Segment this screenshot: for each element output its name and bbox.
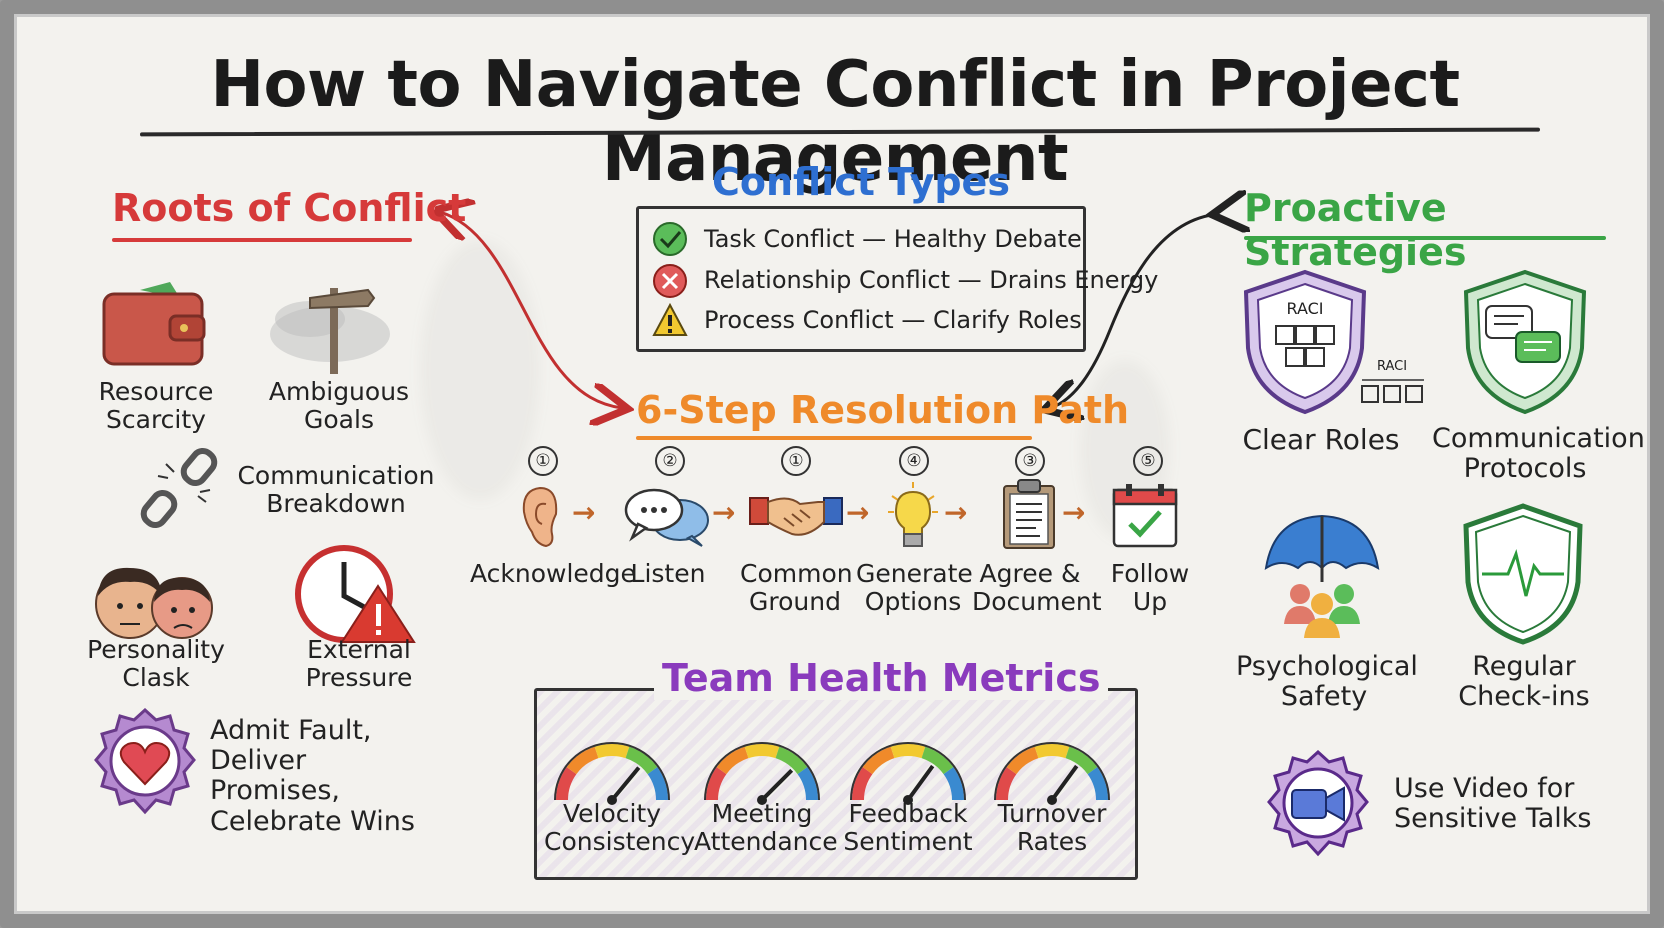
step-arrow: →: [572, 496, 596, 529]
raci-small-text: RACI: [1376, 359, 1408, 374]
gauge-needle: [1050, 764, 1079, 802]
task-conflict-text: Task Conflict — Healthy Debate: [704, 225, 1082, 253]
step-number: ⑤: [1133, 446, 1163, 476]
umbrella-people-icon: [1264, 514, 1380, 638]
step-arrow: →: [944, 496, 968, 529]
metrics-heading: Team Health Metrics: [654, 656, 1109, 700]
calendar-check-icon: [1112, 484, 1178, 548]
step-number: ④: [899, 446, 929, 476]
ear-icon: [522, 486, 558, 548]
gauge-needle: [906, 764, 935, 802]
clipboard-icon: [1003, 479, 1055, 549]
clock-warning-icon: [295, 545, 416, 643]
gauge: [554, 742, 670, 805]
gauge: [704, 742, 820, 805]
step-number: ①: [528, 446, 558, 476]
two-faces-icon: [95, 567, 213, 639]
step-arrow: →: [846, 496, 870, 529]
step-number: ③: [1015, 446, 1045, 476]
step-number: ①: [781, 446, 811, 476]
roots-underline: [112, 238, 412, 242]
chat-bubbles-icon: [624, 488, 709, 547]
gauge: [994, 742, 1110, 805]
step-label-acknowledge: Acknowledge: [470, 559, 636, 588]
step-label-agree-document: Agree &Document: [972, 559, 1102, 616]
wallet-icon: [102, 282, 206, 366]
step-label-follow-up: Follow Up: [1110, 559, 1190, 616]
clear-roles-label: Clear Roles: [1242, 423, 1400, 456]
warning-icon: [652, 303, 688, 336]
signpost-fog-icon: [270, 288, 390, 374]
trust-actions-label: Admit Fault,Deliver Promises,Celebrate W…: [210, 715, 415, 837]
conflict-types-heading: Conflict Types: [712, 160, 1010, 204]
lightbulb-icon: [888, 482, 938, 547]
raci-shield-icon: RACI: [1243, 269, 1367, 415]
communication-shield-icon: [1463, 269, 1587, 415]
strategies-heading: Proactive Strategies: [1244, 186, 1467, 274]
raci-big-text: RACI: [1286, 299, 1323, 318]
heartbeat-shield-icon: [1463, 503, 1583, 645]
process-conflict-text: Process Conflict — Clarify Roles: [704, 306, 1082, 334]
strategies-underline: [1244, 236, 1606, 240]
heart-badge-icon: [94, 708, 196, 815]
broken-chain-icon: [140, 447, 218, 529]
conflict-types-box: [636, 206, 1086, 352]
relationship-conflict-text: Relationship Conflict — Drains Energy: [704, 266, 1159, 294]
resolution-heading: 6-Step Resolution Path: [636, 388, 1130, 432]
gauge-needle: [760, 768, 794, 802]
gauge: [850, 742, 966, 805]
handshake-icon: [749, 497, 843, 536]
x-icon: [653, 264, 687, 298]
check-icon: [653, 222, 687, 256]
resolution-underline: [636, 436, 1032, 440]
step-label-listen: Listen: [630, 559, 706, 588]
roots-heading: Roots of Conflict: [112, 186, 467, 230]
raci-small-grid: [1361, 379, 1424, 403]
step-arrow: →: [712, 496, 736, 529]
gauge-needle: [610, 766, 641, 802]
metrics-box: [534, 688, 1138, 880]
gauges: [554, 742, 1110, 805]
video-badge-icon: [1267, 750, 1369, 857]
step-arrow: →: [1062, 496, 1086, 529]
step-number: ②: [655, 446, 685, 476]
